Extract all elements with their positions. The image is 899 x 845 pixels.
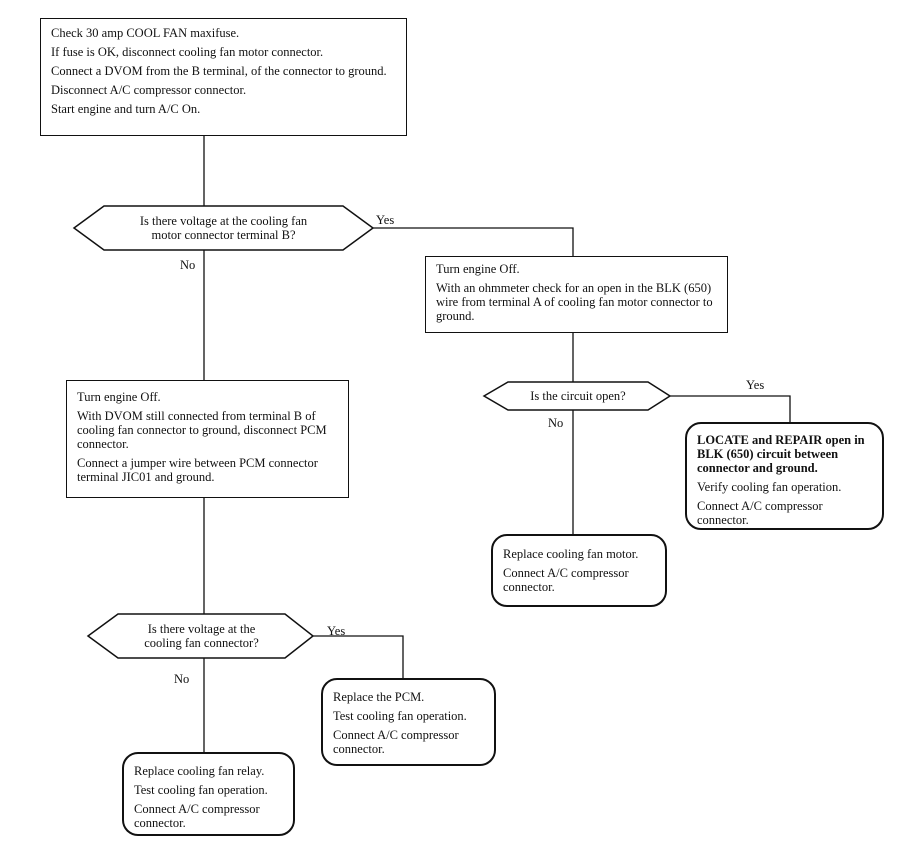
- connector-decision-1-yes: [373, 227, 574, 256]
- decision-2-yes-label: Yes: [746, 378, 765, 392]
- relay-step-3: Connect A/C compressor connector.: [134, 802, 260, 830]
- decision-2-line-1: Is the circuit open?: [530, 389, 626, 403]
- pcm-check-step-3: Connect a jumper wire between PCM connec…: [77, 456, 318, 484]
- decision-1-no-label: No: [180, 258, 196, 272]
- decision-1-question: Is there voltage at the cooling fan moto…: [104, 214, 343, 242]
- decision-3-line-1: Is there voltage at the: [147, 622, 256, 636]
- decision-3-no-label: No: [174, 672, 190, 686]
- decision-2-diamond: [482, 381, 672, 411]
- motor-step-1: Replace cooling fan motor.: [503, 547, 639, 561]
- pcm-step-1: Replace the PCM.: [333, 690, 425, 704]
- repair-open-box: LOCATE and REPAIR open in BLK (650) circ…: [685, 422, 884, 530]
- decision-3-line-2: cooling fan connector?: [144, 636, 259, 650]
- decision-1-yes-label: Yes: [376, 213, 395, 227]
- decision-2-question: Is the circuit open?: [508, 389, 648, 403]
- replace-relay-box: Replace cooling fan relay. Test cooling …: [122, 752, 295, 836]
- replace-motor-box: Replace cooling fan motor. Connect A/C c…: [491, 534, 667, 607]
- pcm-check-box: Turn engine Off. With DVOM still connect…: [66, 380, 349, 498]
- relay-step-1: Replace cooling fan relay.: [134, 764, 265, 778]
- decision-1-line-2: motor connector terminal B?: [151, 228, 296, 242]
- start-step-5: Start engine and turn A/C On.: [51, 102, 201, 116]
- decision-1-diamond: [72, 205, 375, 251]
- connector-decision-2-yes: [670, 395, 791, 422]
- relay-step-2: Test cooling fan operation.: [134, 783, 268, 797]
- start-box: Check 30 amp COOL FAN maxifuse. If fuse …: [40, 18, 407, 136]
- motor-step-2: Connect A/C compressor connector.: [503, 566, 629, 594]
- pcm-check-step-2: With DVOM still connected from terminal …: [77, 409, 327, 451]
- pcm-step-2: Test cooling fan operation.: [333, 709, 467, 723]
- start-step-3: Connect a DVOM from the B terminal, of t…: [51, 64, 387, 78]
- repair-step-1: LOCATE and REPAIR open in BLK (650) circ…: [697, 433, 865, 475]
- decision-3-diamond: [86, 613, 315, 659]
- ohm-step-2: With an ohmmeter check for an open in th…: [436, 281, 713, 323]
- pcm-check-step-1: Turn engine Off.: [77, 390, 161, 404]
- start-step-1: Check 30 amp COOL FAN maxifuse.: [51, 26, 240, 40]
- decision-3-question: Is there voltage at the cooling fan conn…: [118, 622, 285, 650]
- decision-2-no-label: No: [548, 416, 564, 430]
- ohmmeter-check-box: Turn engine Off. With an ohmmeter check …: [425, 256, 728, 333]
- pcm-step-3: Connect A/C compressor connector.: [333, 728, 459, 756]
- start-step-2: If fuse is OK, disconnect cooling fan mo…: [51, 45, 324, 59]
- ohm-step-1: Turn engine Off.: [436, 262, 520, 276]
- connector-decision-3-yes: [313, 635, 404, 678]
- start-step-4: Disconnect A/C compressor connector.: [51, 83, 247, 97]
- decision-1-line-1: Is there voltage at the cooling fan: [139, 214, 308, 228]
- repair-step-2: Verify cooling fan operation.: [697, 480, 842, 494]
- replace-pcm-box: Replace the PCM. Test cooling fan operat…: [321, 678, 496, 766]
- decision-3-yes-label: Yes: [327, 624, 346, 638]
- repair-step-3: Connect A/C compressor connector.: [697, 499, 823, 527]
